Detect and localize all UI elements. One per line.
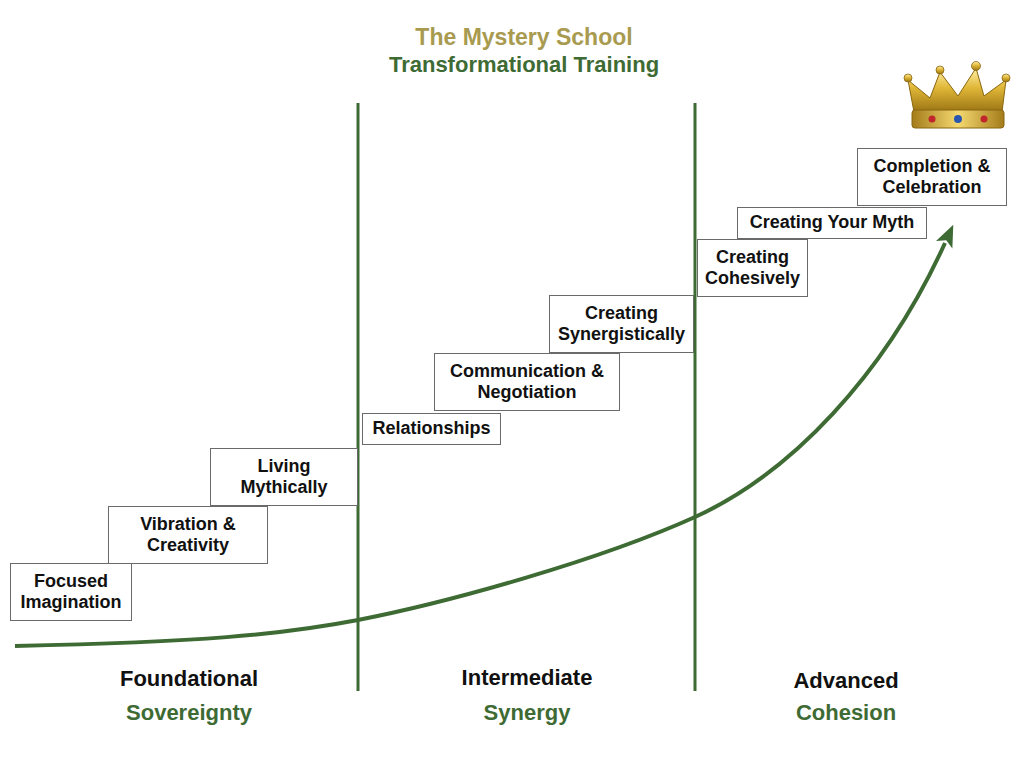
step-label: Communication & Negotiation xyxy=(439,361,615,403)
step-box: Creating Your Myth xyxy=(737,207,927,239)
step-box: Creating Synergistically xyxy=(549,295,694,353)
stage-theme: Synergy xyxy=(367,700,687,726)
step-box: Vibration & Creativity xyxy=(108,506,268,564)
step-label: Relationships xyxy=(372,418,490,439)
step-label: Completion & Celebration xyxy=(862,156,1002,198)
step-label: Living Mythically xyxy=(215,456,353,498)
stage-divider xyxy=(357,103,360,691)
crown-icon xyxy=(904,62,1010,129)
stage-name: Advanced xyxy=(686,668,1006,694)
step-box: Relationships xyxy=(362,413,501,445)
stage-name: Intermediate xyxy=(367,665,687,691)
subtitle: Transformational Training xyxy=(364,52,684,78)
stage-name: Foundational xyxy=(29,666,349,692)
step-box: Communication & Negotiation xyxy=(434,353,620,411)
growth-curve xyxy=(15,243,945,646)
step-label: Creating Cohesively xyxy=(702,247,803,289)
diagram-title: The Mystery School xyxy=(364,24,684,50)
stage-divider xyxy=(694,103,697,691)
step-box: Creating Cohesively xyxy=(697,239,808,297)
step-box: Focused Imagination xyxy=(10,563,132,621)
step-label: Creating Your Myth xyxy=(750,212,914,233)
step-box: Living Mythically xyxy=(210,448,358,506)
stage-theme: Sovereignty xyxy=(29,700,349,726)
step-label: Creating Synergistically xyxy=(554,303,689,345)
stage-theme: Cohesion xyxy=(686,700,1006,726)
step-box: Completion & Celebration xyxy=(857,148,1007,206)
step-label: Focused Imagination xyxy=(15,571,127,613)
step-label: Vibration & Creativity xyxy=(113,514,263,556)
